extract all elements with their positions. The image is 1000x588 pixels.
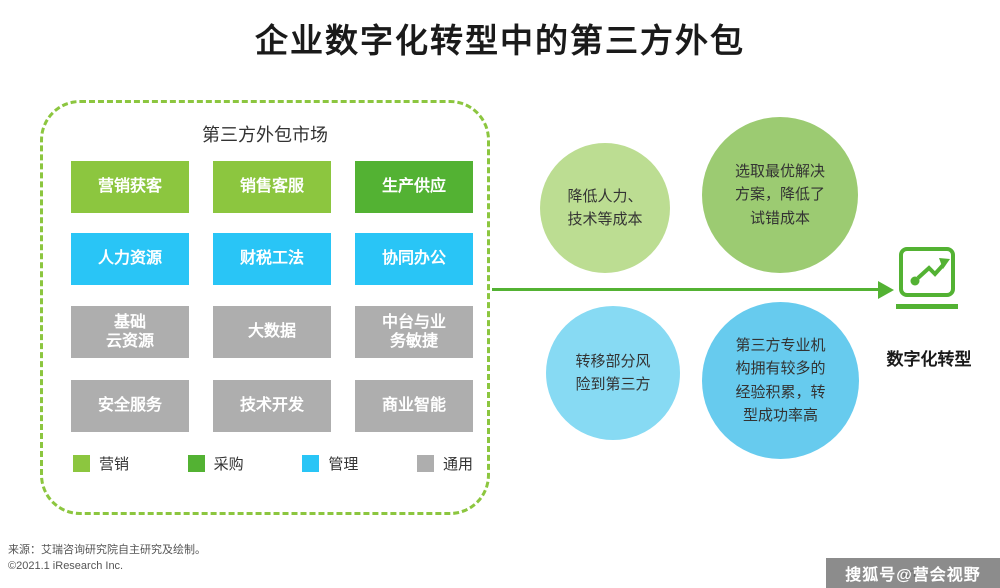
legend-swatch-procurement [187, 455, 205, 472]
benefit-circle: 第三方专业机 构拥有较多的 经验积累，转 型成功率高 [702, 302, 859, 459]
market-panel-title: 第三方外包市场 [202, 125, 328, 145]
trend-up-chart-icon [894, 246, 960, 316]
market-cell: 基础 云资源 [71, 306, 189, 358]
market-panel: 第三方外包市场 营销获客 销售客服 生产供应 人力资源 财税工法 协同办公 基础… [40, 100, 490, 515]
legend-label: 通用 [442, 456, 473, 473]
market-cell: 营销获客 [71, 161, 189, 213]
legend-item: 管理 [302, 453, 358, 474]
market-cell: 技术开发 [213, 380, 331, 432]
watermark-badge: 搜狐号@营会视野 [826, 558, 1000, 588]
legend-label: 营销 [99, 456, 130, 473]
copyright-note: ©2021.1 iResearch Inc. [8, 560, 124, 572]
flow-arrow-head [878, 281, 894, 299]
market-cell: 生产供应 [355, 161, 473, 213]
market-cell: 协同办公 [355, 233, 473, 285]
legend-swatch-general [416, 455, 434, 472]
market-cell: 人力资源 [71, 233, 189, 285]
benefit-circle: 选取最优解决 方案，降低了 试错成本 [702, 117, 858, 273]
market-cell: 大数据 [213, 306, 331, 358]
legend: 营销 采购 管理 通用 [73, 453, 473, 474]
flow-arrow-line [492, 288, 880, 291]
legend-item: 营销 [73, 453, 129, 474]
legend-label: 采购 [213, 456, 244, 473]
legend-swatch-marketing [73, 455, 90, 472]
page-title: 企业数字化转型中的第三方外包 [255, 22, 745, 59]
result-label: 数字化转型 [886, 350, 972, 369]
market-cell: 销售客服 [213, 161, 331, 213]
market-cell: 财税工法 [213, 233, 331, 285]
legend-item: 采购 [187, 453, 244, 474]
legend-item: 通用 [416, 453, 473, 474]
market-cell: 中台与业 务敏捷 [355, 306, 473, 358]
market-cell: 商业智能 [355, 380, 473, 432]
benefit-circle: 降低人力、 技术等成本 [540, 143, 670, 273]
market-cell: 安全服务 [71, 380, 189, 432]
source-note: 来源：艾瑞咨询研究院自主研究及绘制。 [8, 544, 206, 556]
benefit-circle: 转移部分风 险到第三方 [546, 306, 680, 440]
legend-label: 管理 [328, 456, 359, 473]
legend-swatch-management [302, 455, 320, 472]
